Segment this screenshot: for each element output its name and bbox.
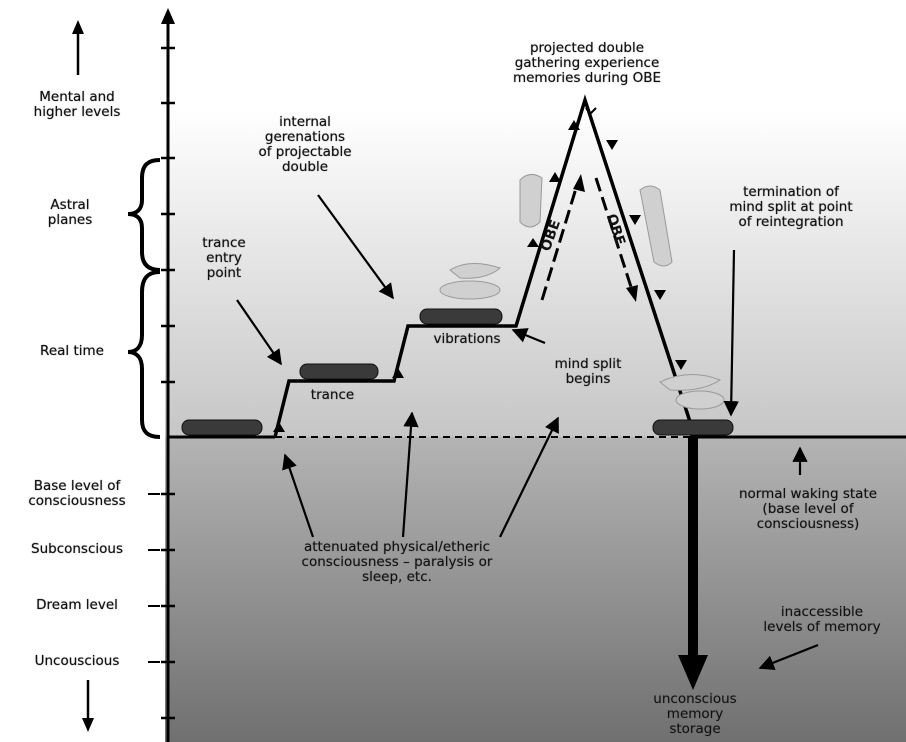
obe-up-arrow: [540, 174, 585, 301]
label-vibrations: vibrations: [433, 331, 501, 347]
label-internal-generations: internal gerenations of projectable doub…: [258, 114, 352, 175]
label-mind-split-begins: mind split begins: [554, 356, 622, 387]
label-termination: termination of mind split at point of re…: [729, 184, 853, 230]
annotation-arrows: [236, 194, 819, 671]
label-astral-planes: Astral planes: [47, 197, 93, 228]
label-attenuated-consciousness: attenuated physical/etheric consciousnes…: [301, 539, 493, 585]
up-arrow-left: [72, 20, 84, 75]
memory-descent-arrow: [678, 437, 708, 690]
down-arrow-left: [82, 680, 94, 732]
vertical-axis: [161, 8, 175, 742]
label-real-time: Real time: [40, 343, 104, 359]
label-projected-double: projected double gathering experience me…: [512, 40, 662, 86]
label-trance-entry-point: trance entry point: [202, 235, 246, 281]
label-base-level: Base level of consciousness: [28, 478, 126, 509]
astral-brace: [127, 158, 161, 272]
label-unconscious: Uncouscious: [34, 653, 120, 669]
label-inaccessible-memory: inaccessible levels of memory: [763, 604, 881, 635]
consciousness-path: [273, 94, 697, 438]
level-connectors: [148, 493, 160, 663]
reclining-bodies: [181, 308, 734, 436]
label-subconscious: Subconscious: [31, 541, 123, 557]
label-normal-waking-state: normal waking state (base level of consc…: [738, 486, 878, 532]
label-trance: trance: [310, 387, 355, 403]
rising-doubles: [439, 174, 725, 410]
lower-zone-background: [165, 437, 906, 742]
realtime-brace: [127, 270, 161, 439]
peak-path-arrows: [273, 120, 687, 432]
obe-down-arrow: [594, 177, 638, 302]
left-lower-background: [0, 437, 165, 742]
label-mental-higher-levels: Mental and higher levels: [33, 89, 121, 120]
label-dream-level: Dream level: [36, 597, 118, 613]
label-unconscious-memory-storage: unconscious memory storage: [653, 691, 737, 737]
peak-inner-line: [585, 107, 597, 116]
